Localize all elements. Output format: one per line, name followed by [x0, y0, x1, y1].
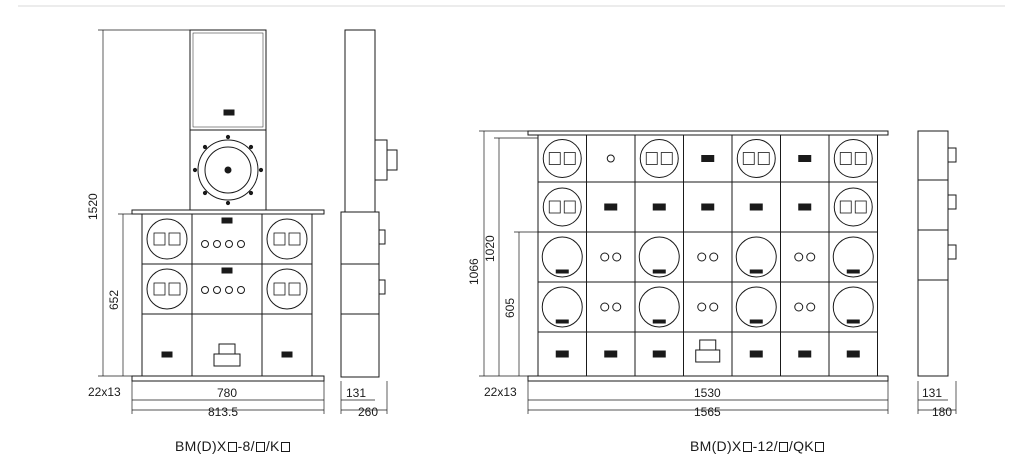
nameplate	[652, 350, 666, 358]
enclosure-cell	[586, 231, 636, 283]
enclosure-cell	[537, 281, 587, 333]
indicator-light	[794, 302, 804, 312]
drawing2-side-view	[917, 130, 957, 377]
drawing1-caption: BM(D)X-8//K	[175, 438, 291, 454]
indicator-light	[600, 302, 610, 312]
dim-131-b: 131	[922, 386, 942, 400]
enclosure-cell	[828, 331, 878, 377]
dim-22x13-b: 22x13	[484, 385, 517, 399]
dim-1530: 1530	[694, 386, 721, 400]
breaker-dial	[542, 139, 582, 178]
enclosure-cell	[634, 134, 684, 183]
nameplate	[798, 350, 812, 358]
nameplate	[846, 350, 860, 358]
enclosure-cell	[683, 231, 733, 283]
enclosure-cell	[683, 281, 733, 333]
cover-dial	[735, 236, 777, 278]
dim-260: 260	[358, 405, 378, 419]
dim-1066: 1066	[467, 258, 481, 285]
dim-22x13: 22x13	[88, 385, 121, 399]
drawing2-dimensions	[479, 130, 957, 414]
enclosure-cell	[780, 281, 830, 333]
enclosure-cell	[634, 281, 684, 333]
placeholder-box-icon	[814, 442, 824, 452]
enclosure-cell	[586, 134, 636, 183]
indicator-light	[606, 154, 615, 163]
dim-180: 180	[932, 405, 952, 419]
placeholder-box-icon	[778, 442, 788, 452]
cover-dial	[832, 236, 874, 278]
drawing2-caption: BM(D)X-12//QK	[690, 438, 825, 454]
cover-dial	[638, 286, 680, 328]
indicator-light	[612, 252, 622, 262]
cover-dial	[735, 286, 777, 328]
indicator-light	[612, 302, 622, 312]
nameplate	[604, 203, 618, 211]
enclosure-cell	[634, 231, 684, 283]
nameplate	[555, 350, 569, 358]
drawing1-dimensions	[98, 29, 388, 414]
enclosure-cell	[683, 331, 733, 377]
dim-1565: 1565	[694, 405, 721, 419]
enclosure-cell	[828, 181, 878, 233]
dim-652: 652	[107, 290, 121, 310]
placeholder-box-icon	[255, 442, 265, 452]
enclosure-cell	[537, 181, 587, 233]
nameplate	[749, 203, 763, 211]
drawing1-side-view	[340, 29, 398, 378]
indicator-light	[806, 252, 816, 262]
nameplate	[652, 203, 666, 211]
drawing2-front-view	[527, 130, 889, 382]
enclosure-cell	[828, 281, 878, 333]
dim-813: 813.5	[208, 405, 238, 419]
indicator-light	[697, 302, 707, 312]
dim-780: 780	[217, 386, 237, 400]
indicator-light	[709, 252, 719, 262]
breaker-dial	[736, 139, 776, 178]
enclosure-cell	[828, 231, 878, 283]
nameplate	[604, 350, 618, 358]
enclosure-cell	[586, 281, 636, 333]
breaker-dial	[833, 187, 873, 227]
cover-dial	[541, 236, 583, 278]
nameplate	[798, 155, 812, 162]
placeholder-box-icon	[280, 442, 290, 452]
enclosure-cell	[537, 134, 587, 183]
indicator-light	[806, 302, 816, 312]
cover-dial	[638, 236, 680, 278]
placeholder-box-icon	[742, 442, 752, 452]
indicator-light	[600, 252, 610, 262]
placeholder-box-icon	[227, 442, 237, 452]
drawing1-front-view	[131, 29, 325, 382]
nameplate	[798, 203, 812, 211]
nameplate	[223, 109, 235, 116]
breaker-dial	[833, 139, 873, 178]
dim-605: 605	[503, 298, 517, 318]
cover-dial	[541, 286, 583, 328]
enclosure-cell	[731, 231, 781, 283]
nameplate	[701, 203, 715, 211]
indicator-light	[709, 302, 719, 312]
indicator-light	[794, 252, 804, 262]
enclosure-cell	[731, 281, 781, 333]
handle	[699, 339, 717, 351]
nameplate	[701, 155, 715, 162]
dim-1520: 1520	[86, 193, 100, 220]
dim-1020: 1020	[483, 235, 497, 262]
enclosure-cell	[828, 134, 878, 183]
enclosure-cell	[780, 231, 830, 283]
breaker-dial	[639, 139, 679, 178]
breaker-dial	[542, 187, 582, 227]
cover-dial	[832, 286, 874, 328]
dim-131: 131	[346, 386, 366, 400]
enclosure-cell	[537, 231, 587, 283]
indicator-light	[697, 252, 707, 262]
nameplate	[749, 350, 763, 358]
meter-dial	[197, 139, 259, 201]
enclosure-cell	[731, 134, 781, 183]
